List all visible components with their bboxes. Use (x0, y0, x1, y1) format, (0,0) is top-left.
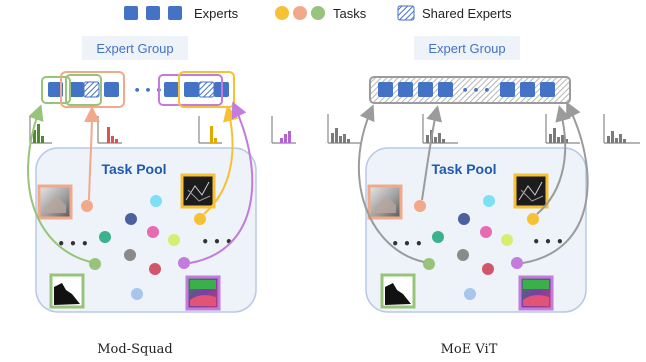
moe-vit-panel: Expert Group • • • (327, 36, 640, 357)
expert-block (184, 82, 199, 97)
expert-block (500, 82, 515, 97)
depth-task-node (81, 200, 93, 212)
yellow-routing-histogram (198, 116, 222, 144)
task-circle-icon (311, 6, 325, 20)
task-circle-icon (275, 6, 289, 20)
mask-task-node (89, 258, 101, 270)
task-node (501, 234, 513, 246)
gray-routing-arrow (522, 101, 589, 264)
shared-expert-icon (397, 5, 415, 21)
task-node (432, 231, 444, 243)
legend-experts-label: Experts (194, 6, 239, 21)
segmentation-task-node (511, 257, 523, 269)
salmon-routing-histogram (97, 116, 122, 144)
expert-ellipsis: • • • (462, 84, 491, 97)
salmon-routing-arrow (83, 106, 100, 201)
task-pool-label: Task Pool (101, 161, 166, 177)
mask-task-node (423, 258, 435, 270)
expert-group-label-bg (82, 36, 188, 60)
legend: Experts Tasks Shared Experts (124, 5, 512, 21)
green-routing-arrow (27, 104, 92, 263)
pool-ellipsis: • • • (57, 237, 88, 251)
depth-image-thumbnail (37, 184, 73, 220)
task-node (131, 288, 143, 300)
expert-block (378, 82, 393, 97)
purple-routing-arrow (189, 101, 254, 264)
task-node (480, 226, 492, 238)
expert-block (520, 82, 535, 97)
legend-tasks-label: Tasks (333, 6, 367, 21)
task-pool-label: Task Pool (431, 161, 496, 177)
edge-image-thumbnail (513, 173, 549, 209)
expert-block (540, 82, 555, 97)
expert-block (104, 82, 119, 97)
green-task-expert-group (41, 76, 71, 104)
expert-square-icon (124, 6, 138, 20)
task-node (149, 263, 161, 275)
expert-ellipsis: • • • (134, 84, 163, 97)
purple-task-expert-group (158, 74, 223, 106)
pool-ellipsis: • • • (532, 235, 563, 249)
mod-squad-caption: Mod-Squad (97, 342, 173, 357)
legend-shared-experts-label: Shared Experts (422, 6, 512, 21)
task-node (457, 249, 469, 261)
expert-block (164, 82, 179, 97)
edge-image-thumbnail (180, 173, 216, 209)
shared-expert-block (83, 81, 100, 98)
depth-task-node (414, 200, 426, 212)
task-node (99, 231, 111, 243)
expert-block (398, 82, 413, 97)
task-node (168, 234, 180, 246)
purple-routing-histogram (271, 116, 296, 144)
gray-routing-arrow (357, 104, 425, 263)
task-circle-icon (293, 6, 307, 20)
expert-row: • • • (48, 81, 229, 98)
task-node (147, 226, 159, 238)
expert-block (69, 82, 84, 97)
task-node (150, 195, 162, 207)
gray-routing-histogram (545, 114, 580, 144)
gray-routing-histogram (422, 114, 458, 144)
mod-squad-panel: Expert Group • • • (27, 36, 296, 357)
expert-block (438, 82, 453, 97)
expert-group-label-bg (414, 36, 520, 60)
expert-group-label: Expert Group (96, 41, 173, 56)
mask-image-thumbnail (49, 273, 85, 309)
yellow-task-expert-group (178, 71, 235, 108)
gray-routing-histogram (327, 114, 362, 144)
green-task-expert-group (65, 74, 102, 106)
pool-ellipsis: • • • (391, 237, 422, 251)
yellow-routing-arrow (203, 105, 239, 215)
expert-group-label: Expert Group (428, 41, 505, 56)
pool-ellipsis: • • • (201, 235, 232, 249)
expert-square-icon (146, 6, 160, 20)
edge-task-node (527, 213, 539, 225)
expert-block (418, 82, 433, 97)
moe-vit-caption: MoE ViT (441, 342, 498, 357)
task-node (458, 213, 470, 225)
task-node (464, 288, 476, 300)
shared-expert-block (198, 81, 215, 98)
task-node (483, 195, 495, 207)
gray-routing-arrow (421, 105, 443, 201)
task-node (482, 263, 494, 275)
depth-image-thumbnail (367, 184, 403, 220)
edge-task-node (194, 213, 206, 225)
segmentation-image-thumbnail (518, 275, 554, 311)
gray-routing-histogram (603, 114, 640, 144)
gray-routing-arrow (536, 105, 571, 215)
task-node (125, 213, 137, 225)
task-node (124, 249, 136, 261)
segmentation-image-thumbnail (185, 275, 221, 311)
segmentation-task-node (178, 257, 190, 269)
mask-image-thumbnail (380, 273, 416, 309)
expert-block (48, 82, 63, 97)
expert-square-icon (168, 6, 182, 20)
